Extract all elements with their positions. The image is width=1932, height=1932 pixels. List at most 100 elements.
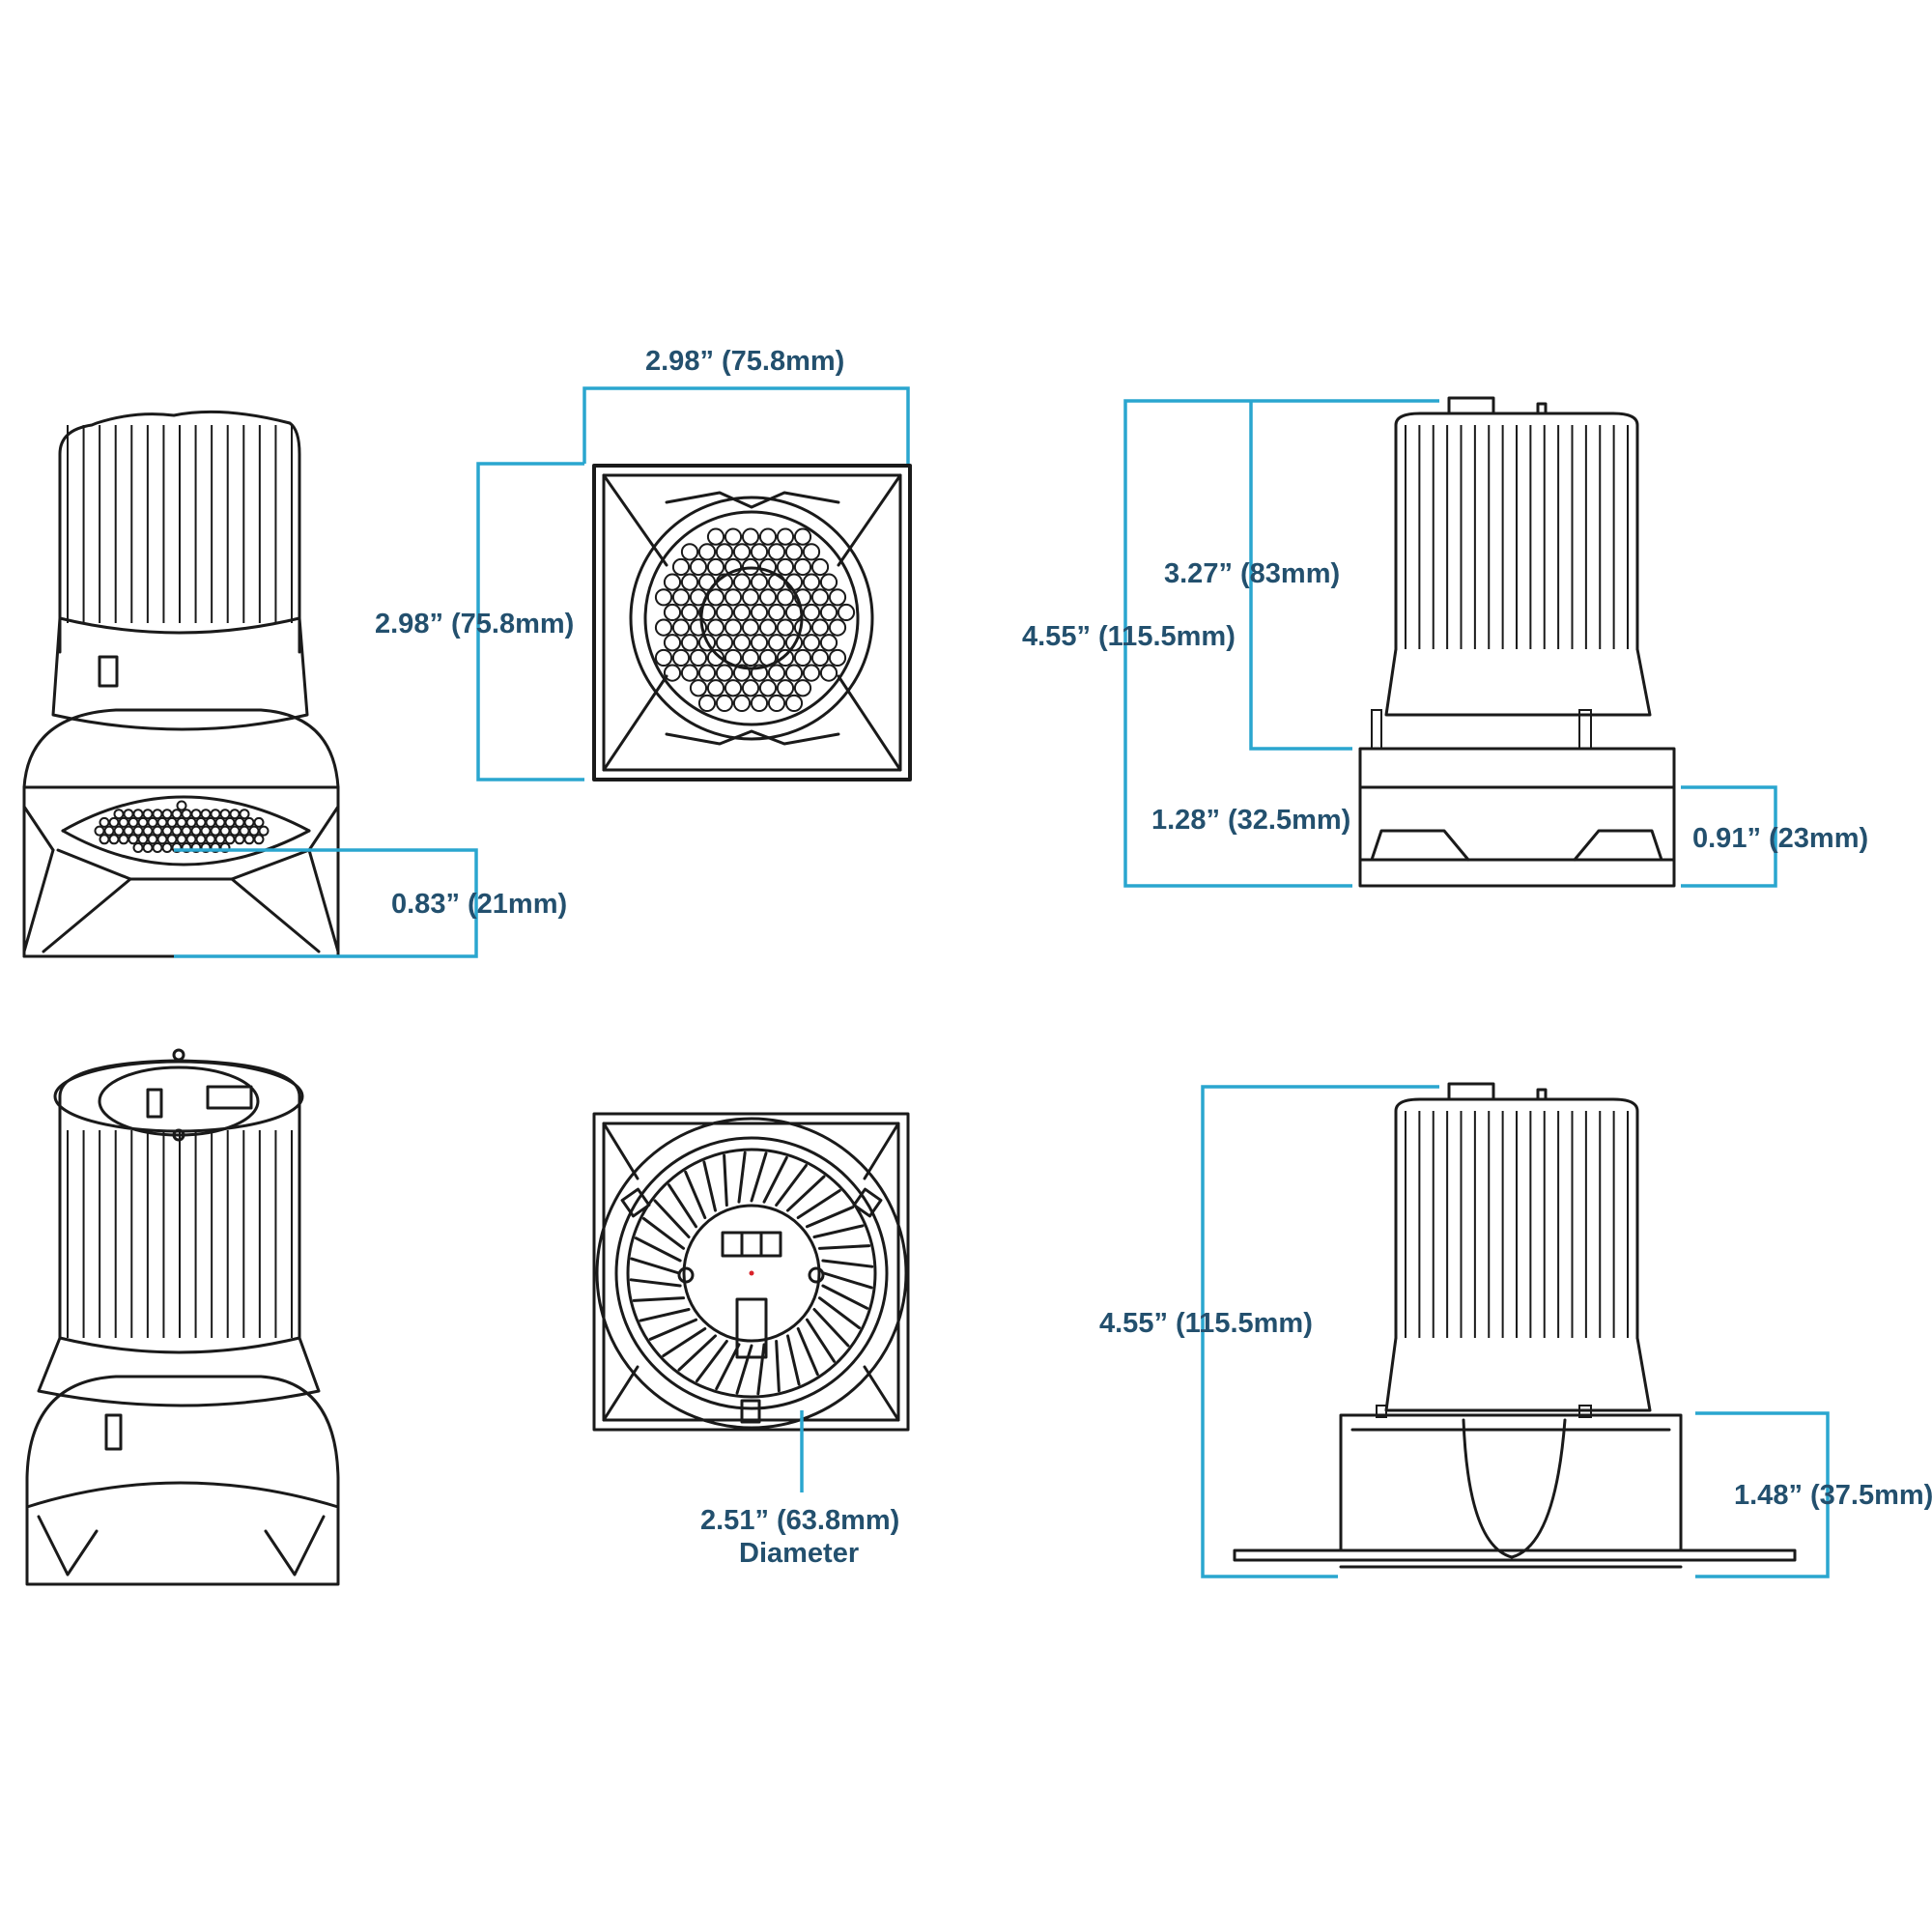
lens-cell	[741, 557, 760, 577]
lens-cell	[697, 634, 717, 652]
trim-depth-dimension-lines	[174, 848, 478, 958]
lens-cell	[200, 809, 212, 820]
lens-cell	[108, 834, 120, 845]
lens-cell	[689, 618, 708, 637]
lens-cell	[654, 618, 673, 637]
lens-cell	[123, 825, 134, 837]
lens-cell	[671, 618, 691, 637]
lens-cell	[181, 809, 192, 820]
spoke-line	[786, 1334, 801, 1386]
lens-cell	[205, 834, 216, 845]
lens-cell	[828, 618, 847, 637]
lens-cell	[671, 557, 691, 577]
spoke-line	[805, 1206, 855, 1229]
spoke-line	[648, 1318, 698, 1341]
lens-cell	[750, 664, 769, 682]
side-lower-height-label: 1.28” (32.5mm)	[1151, 805, 1350, 836]
lens-cell	[152, 825, 163, 837]
lens-cell	[219, 842, 231, 853]
lens-cell	[732, 603, 752, 622]
front-width-dimension-lines	[582, 386, 910, 464]
lens-cell	[166, 816, 178, 828]
lens-cell	[680, 543, 699, 561]
trim-depth-label: 0.83” (21mm)	[391, 889, 567, 920]
spoke-line	[634, 1236, 682, 1263]
spoke-line	[796, 1326, 819, 1377]
spoke-line	[639, 1308, 691, 1322]
lens-cell	[784, 573, 804, 591]
lens-cell	[793, 588, 812, 607]
spoke-line	[715, 1343, 741, 1391]
lens-cell	[147, 816, 158, 828]
side-total-height-dimension-lines	[1123, 399, 1439, 888]
lens-cell	[732, 694, 752, 713]
lens-cell	[706, 527, 725, 546]
spoke-line	[821, 1284, 869, 1310]
spoke-line	[796, 1189, 841, 1220]
lens-cell	[715, 634, 734, 652]
perspective-view-back	[25, 1048, 340, 1586]
lens-cell	[776, 648, 795, 668]
lens-cell	[152, 809, 163, 820]
indicator-dot	[749, 1270, 754, 1276]
lens-cell	[802, 664, 821, 682]
lens-cell	[689, 588, 708, 607]
lens-cell	[239, 825, 250, 837]
spoke-line	[662, 1326, 707, 1357]
side-view-recessed	[1358, 396, 1676, 888]
lens-cell	[142, 825, 154, 837]
bottom-total-height-dimension-lines	[1201, 1085, 1439, 1578]
spoke-line	[630, 1257, 681, 1275]
lens-cell	[185, 834, 197, 845]
lens-cell	[176, 834, 187, 845]
lens-cell	[776, 679, 795, 697]
lens-cell	[161, 842, 173, 853]
heat-sink-fins	[67, 1130, 293, 1338]
lens-cell	[802, 543, 821, 561]
lens-cell	[784, 634, 804, 652]
lens-cell	[224, 834, 236, 845]
lens-cell	[113, 825, 125, 837]
lens-cell	[715, 573, 734, 591]
lens-cell	[161, 809, 173, 820]
lens-cell	[132, 825, 144, 837]
lens-cell	[724, 588, 743, 607]
lens-cell	[94, 825, 105, 837]
honeycomb-lens	[654, 527, 856, 713]
lens-cell	[776, 618, 795, 637]
lens-cell	[828, 588, 847, 607]
lens-cell	[837, 603, 856, 622]
lens-cell	[128, 816, 139, 828]
lens-cell	[132, 842, 144, 853]
spoke-line	[735, 1344, 753, 1395]
lens-cell	[176, 816, 187, 828]
spoke-line	[629, 1278, 682, 1288]
spoke-line	[653, 1199, 691, 1238]
lens-cell	[99, 834, 110, 845]
lens-cell	[99, 816, 110, 828]
lens-cell	[697, 664, 717, 682]
back-diameter-caption: Diameter	[739, 1538, 859, 1569]
lens-cell	[758, 648, 778, 668]
lens-cell	[724, 557, 743, 577]
side-trim-height-dimension-lines	[1681, 785, 1777, 888]
lens-cell	[697, 573, 717, 591]
lens-cell	[229, 825, 241, 837]
lens-cell	[253, 816, 265, 828]
lens-cell	[680, 634, 699, 652]
lens-cell	[767, 573, 786, 591]
spoke-line	[702, 1160, 717, 1212]
lens-cell	[732, 664, 752, 682]
spoke-line	[684, 1170, 707, 1220]
front-height-label: 2.98” (75.8mm)	[375, 609, 574, 639]
lens-cell	[152, 842, 163, 853]
lens-cell	[741, 648, 760, 668]
lens-cell	[234, 816, 245, 828]
lens-cell	[784, 603, 804, 622]
lens-cell	[689, 679, 708, 697]
spoke-line	[677, 1334, 717, 1372]
lens-cell	[171, 825, 183, 837]
spoke-line	[812, 1224, 865, 1238]
lens-cell	[741, 679, 760, 697]
lens-cell	[767, 694, 786, 713]
